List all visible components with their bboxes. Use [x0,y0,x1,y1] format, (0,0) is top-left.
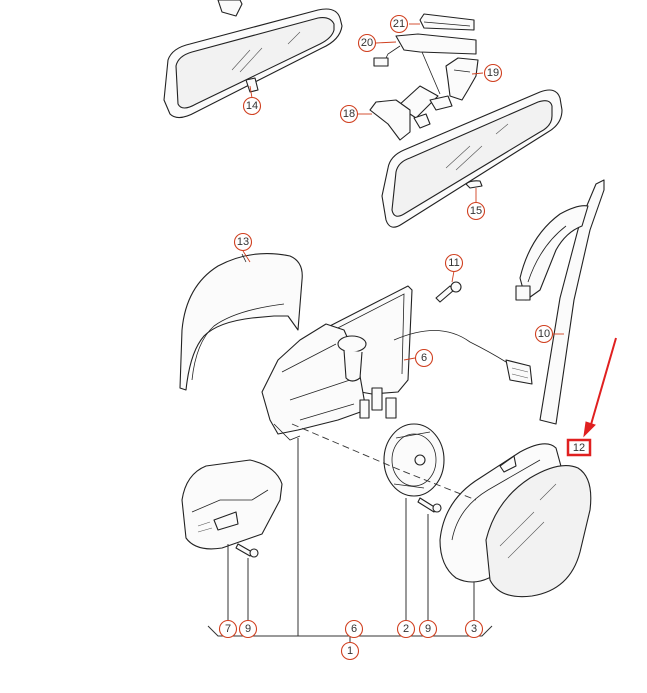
highlight-arrow [566,337,617,457]
mirror-glass-12 [485,465,592,598]
rear-view-mirror-15 [381,85,563,228]
svg-text:14: 14 [246,100,258,112]
svg-text:10: 10 [538,328,550,340]
lower-housing-7 [181,459,283,550]
callout-9-right: 9 [418,619,438,639]
svg-text:9: 9 [245,623,251,635]
svg-text:6: 6 [421,352,427,364]
door-trim-10 [515,179,605,425]
svg-text:21: 21 [393,18,405,30]
adjustment-motor-2 [383,423,445,497]
svg-text:3: 3 [471,623,477,635]
callout-11: 11 [444,253,464,273]
leader-lines [242,23,564,361]
assembly-axis [291,423,477,501]
svg-text:6: 6 [351,623,357,635]
trim-cover-19 [445,57,479,101]
svg-text:9: 9 [425,623,431,635]
callout-7: 7 [218,619,238,639]
svg-text:18: 18 [343,108,355,120]
callout-19: 19 [483,63,503,83]
callout-6-lower: 6 [344,619,364,639]
callout-15: 15 [466,201,486,221]
callout-18: 18 [339,104,359,124]
svg-text:12: 12 [573,442,585,454]
callout-14: 14 [242,96,262,116]
screw-11 [435,281,462,303]
svg-text:1: 1 [347,645,353,657]
screw-9-motor [417,497,442,513]
rear-view-mirror-14 [163,0,343,119]
callout-2: 2 [396,619,416,639]
mirror-cap-13 [179,253,303,391]
callout-9-left: 9 [238,619,258,639]
callout-3: 3 [464,619,484,639]
svg-text:19: 19 [487,67,499,79]
callout-21: 21 [389,14,409,34]
cover-18 [369,95,453,141]
svg-text:2: 2 [403,623,409,635]
svg-text:11: 11 [448,257,459,269]
svg-text:13: 13 [237,236,249,248]
callout-20: 20 [357,33,377,53]
callout-10: 10 [534,324,554,344]
screw-9-lower [235,543,259,558]
mirror-base-6 [261,285,533,441]
cable-cover-21 [419,13,475,31]
callout-1: 1 [340,641,360,661]
svg-text:20: 20 [361,37,373,49]
wiring-harness-20 [373,33,477,95]
highlight-box [566,438,592,457]
callout-6-upper: 6 [414,348,434,368]
callout-13: 13 [233,232,253,252]
svg-text:7: 7 [225,623,231,635]
svg-text:15: 15 [470,205,482,217]
callout-12: 12 [573,442,585,454]
